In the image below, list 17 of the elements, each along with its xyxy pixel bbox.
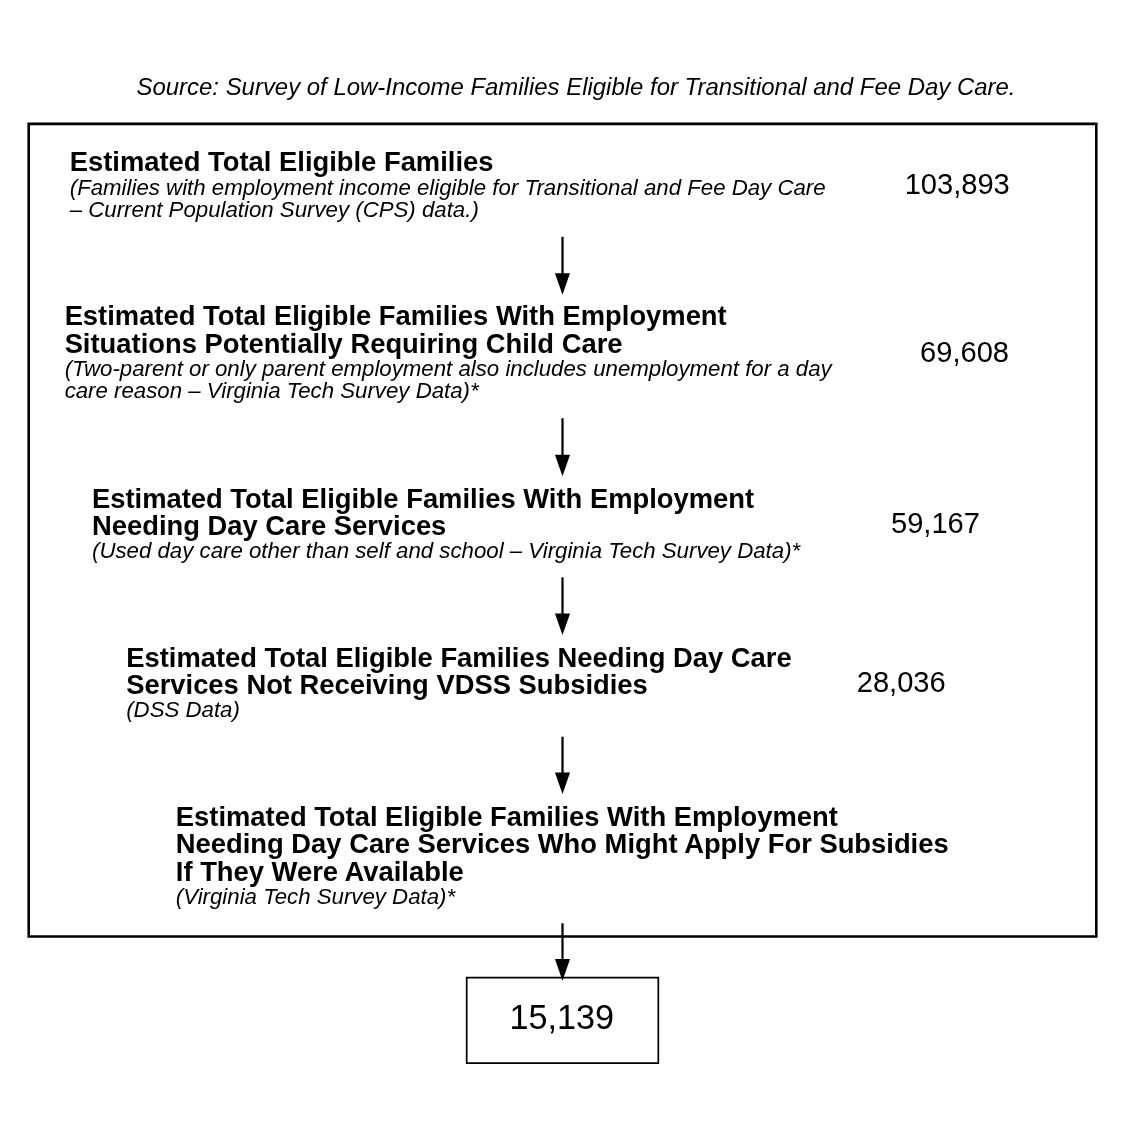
arrow <box>554 236 571 295</box>
node-label: 28,036 <box>856 665 946 698</box>
node-label: 103,893 <box>904 167 1010 200</box>
node-box: 15,139 <box>465 976 660 1064</box>
arrow <box>554 922 571 981</box>
node-text: Estimated Total Eligible Families With Employment Situations Potentially Requiring Child Care (Two-parent or only parent employment also includes unemployment for a day care reason – Virginia Tech Survey Data)* <box>64 299 832 403</box>
cluster <box>27 122 1098 938</box>
arrow <box>554 576 571 635</box>
node-text: Estimated Total Eligible Families (Families with employment income eligible for Transitional and Fee Day Care – Current Population Survey (CPS) data.) <box>69 145 826 222</box>
node-text: Estimated Total Eligible Families With Employment Needing Day Care Services Who Might Apply For Subsidies If They Were Available (Virginia Tech Survey Data)* <box>175 800 949 909</box>
node-text: Estimated Total Eligible Families Needing Day Care Services Not Receiving VDSS Subsidies (DSS Data) <box>126 641 792 722</box>
node-text: Estimated Total Eligible Families With Employment Needing Day Care Services (Used day care other than self and school – Virginia Tech Survey Data)* <box>92 482 801 563</box>
arrow <box>554 736 571 794</box>
diagram-title: Source: Survey of Low-Income Families Eligible for Transitional and Fee Day Care. <box>136 72 1016 100</box>
node-label: 59,167 <box>890 506 980 539</box>
node-label: 69,608 <box>920 335 1010 368</box>
arrow <box>554 417 571 476</box>
